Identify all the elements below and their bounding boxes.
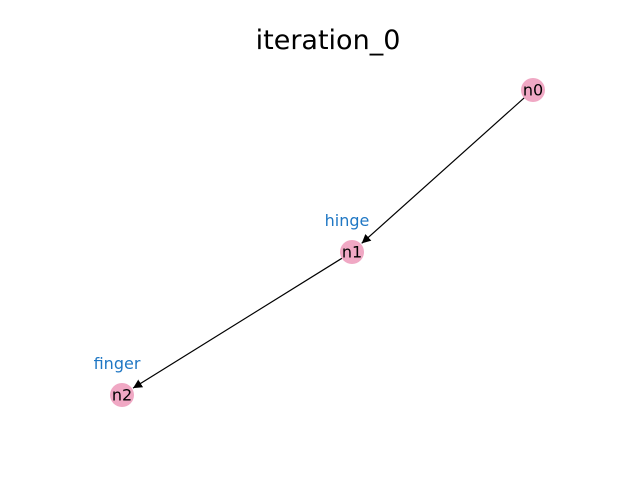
node-n2: n2 finger xyxy=(94,354,141,407)
node-circle-n0 xyxy=(521,78,545,102)
node-n1: n1 hinge xyxy=(325,211,370,264)
edges-layer xyxy=(132,96,526,389)
node-circle-n2 xyxy=(110,383,134,407)
node-n0: n0 environment xyxy=(477,49,579,102)
node-label-n1: n1 xyxy=(342,243,362,262)
edge-n0-n1 xyxy=(361,96,526,244)
node-type-label-n0: environment xyxy=(477,49,579,68)
node-label-n2: n2 xyxy=(112,386,132,405)
nodes-layer: n0 environment n1 hinge n2 finger xyxy=(94,49,579,407)
node-circle-n1 xyxy=(340,240,364,264)
node-type-label-n1: hinge xyxy=(325,211,370,230)
edge-n1-n2 xyxy=(132,257,343,389)
node-label-n0: n0 xyxy=(523,81,543,100)
node-type-label-n2: finger xyxy=(94,354,141,373)
graph-title: iteration_0 xyxy=(256,25,401,56)
